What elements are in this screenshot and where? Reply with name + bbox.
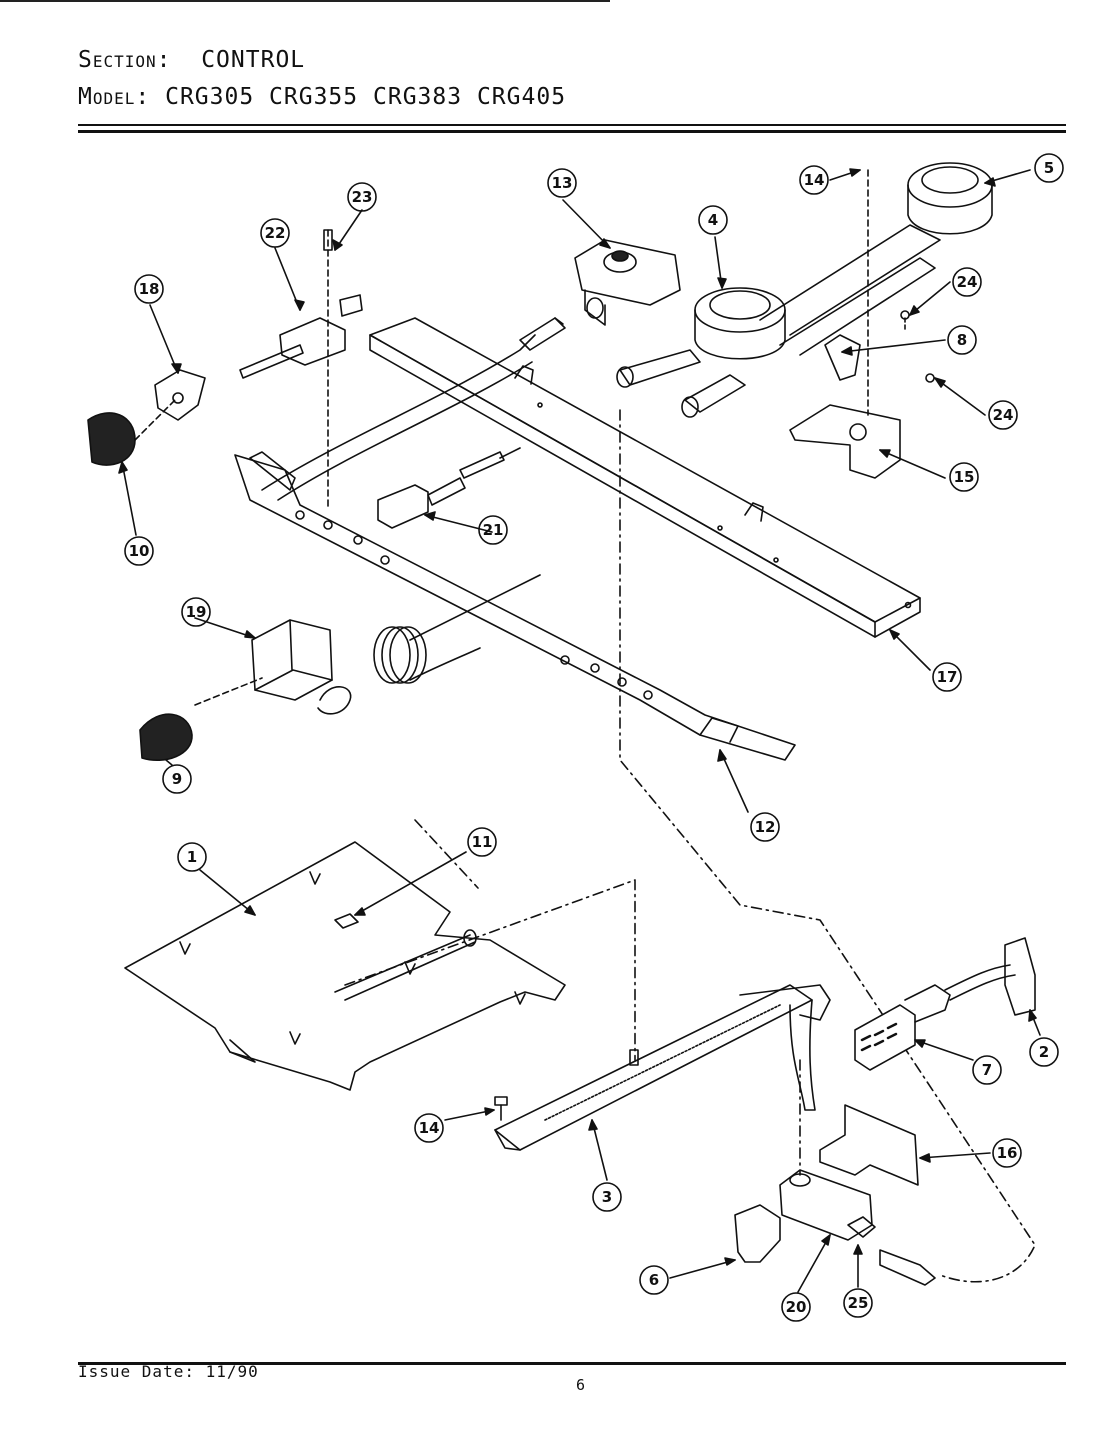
thermostat-capillary	[373, 574, 541, 684]
section-label: Section:	[78, 47, 172, 73]
clip-11-part	[334, 913, 359, 929]
callout-19: 19	[181, 597, 211, 627]
orifice-fitting-part	[377, 447, 521, 529]
callout-17: 17	[932, 662, 962, 692]
callout-18: 18	[134, 274, 164, 304]
svg-text:25: 25	[848, 1294, 869, 1312]
burner-bracket-part	[789, 169, 935, 479]
bracket-6-part	[734, 1204, 781, 1263]
model-heading: Model: CRG305 CRG355 CRG383 CRG405	[78, 84, 566, 110]
model-3: CRG383	[373, 84, 463, 110]
svg-text:8: 8	[957, 331, 967, 349]
thermostat-part	[194, 619, 352, 715]
bracket-2-part	[1004, 937, 1036, 1016]
screw-14-lower	[494, 1096, 508, 1121]
svg-text:9: 9	[172, 770, 182, 788]
valve-part	[239, 229, 363, 511]
manifold-bracket-part	[369, 317, 921, 638]
svg-text:14: 14	[804, 171, 825, 189]
callout-23: 23	[347, 182, 377, 212]
svg-text:24: 24	[957, 273, 978, 291]
callout-1: 1	[177, 842, 207, 872]
svg-text:15: 15	[954, 468, 975, 486]
callout-12: 12	[750, 812, 780, 842]
svg-text:19: 19	[186, 603, 207, 621]
switch-bracket-part	[154, 369, 206, 421]
safety-valve-part	[779, 1169, 876, 1241]
footer-rule	[78, 1362, 1066, 1365]
top-edge-line	[0, 0, 610, 2]
callout-22: 22	[260, 218, 290, 248]
callout-8: 8	[947, 325, 977, 355]
callout-13: 13	[547, 168, 577, 198]
svg-text:17: 17	[937, 668, 958, 686]
igniter-part	[854, 964, 1016, 1071]
callout-14-top: 14	[799, 165, 829, 195]
svg-text:18: 18	[139, 280, 160, 298]
svg-text:22: 22	[265, 224, 286, 242]
manifold-pipe-part	[234, 317, 796, 761]
model-2: CRG355	[269, 84, 359, 110]
svg-text:12: 12	[755, 818, 776, 836]
svg-text:4: 4	[708, 211, 718, 229]
callout-leaders	[118, 168, 1041, 1293]
knob-9-part	[139, 713, 193, 762]
callout-24-lower: 24	[988, 400, 1018, 430]
header-rule-thin	[78, 124, 1066, 126]
issue-date: Issue Date: 11/90	[78, 1362, 259, 1381]
svg-text:5: 5	[1044, 159, 1054, 177]
callout-20: 20	[781, 1292, 811, 1322]
svg-text:20: 20	[786, 1298, 807, 1316]
callout-10: 10	[124, 536, 154, 566]
svg-text:24: 24	[993, 406, 1014, 424]
svg-text:2: 2	[1039, 1043, 1049, 1061]
callout-4: 4	[698, 205, 728, 235]
callout-14-bottom: 14	[414, 1113, 444, 1143]
section-heading: Section: CONTROL	[78, 47, 305, 73]
callout-15: 15	[949, 462, 979, 492]
callout-11: 11	[467, 827, 497, 857]
svg-text:14: 14	[419, 1119, 440, 1137]
leader-dashes	[344, 409, 1036, 1283]
mounting-bracket-16-part	[819, 1104, 919, 1186]
svg-text:6: 6	[649, 1271, 659, 1289]
svg-text:13: 13	[552, 174, 573, 192]
svg-text:23: 23	[352, 188, 373, 206]
regulator-part	[574, 239, 681, 326]
svg-text:1: 1	[187, 848, 197, 866]
page-number: 6	[576, 1376, 586, 1394]
svg-text:10: 10	[129, 542, 150, 560]
svg-text:21: 21	[483, 521, 504, 539]
heat-shield-part	[124, 841, 566, 1091]
callout-25: 25	[843, 1288, 873, 1318]
model-label: Model:	[78, 84, 151, 110]
svg-text:16: 16	[997, 1144, 1018, 1162]
igniter-bar-part	[494, 984, 831, 1151]
svg-text:11: 11	[472, 833, 493, 851]
svg-text:7: 7	[982, 1061, 992, 1079]
fitting-25-part	[879, 1249, 936, 1286]
header-rule-thick	[78, 130, 1066, 133]
callout-9: 9	[162, 764, 192, 794]
callout-5: 5	[1034, 153, 1064, 183]
callout-16: 16	[992, 1138, 1022, 1168]
callout-2: 2	[1029, 1037, 1059, 1067]
model-1: CRG305	[165, 84, 255, 110]
callout-21: 21	[478, 515, 508, 545]
model-4: CRG405	[476, 84, 567, 110]
callout-6: 6	[639, 1265, 669, 1295]
callout-24-upper: 24	[952, 267, 982, 297]
callout-7: 7	[972, 1055, 1002, 1085]
svg-text:3: 3	[602, 1188, 612, 1206]
knob-10-part	[87, 399, 176, 466]
section-value: CONTROL	[201, 47, 306, 73]
callout-3: 3	[592, 1182, 622, 1212]
